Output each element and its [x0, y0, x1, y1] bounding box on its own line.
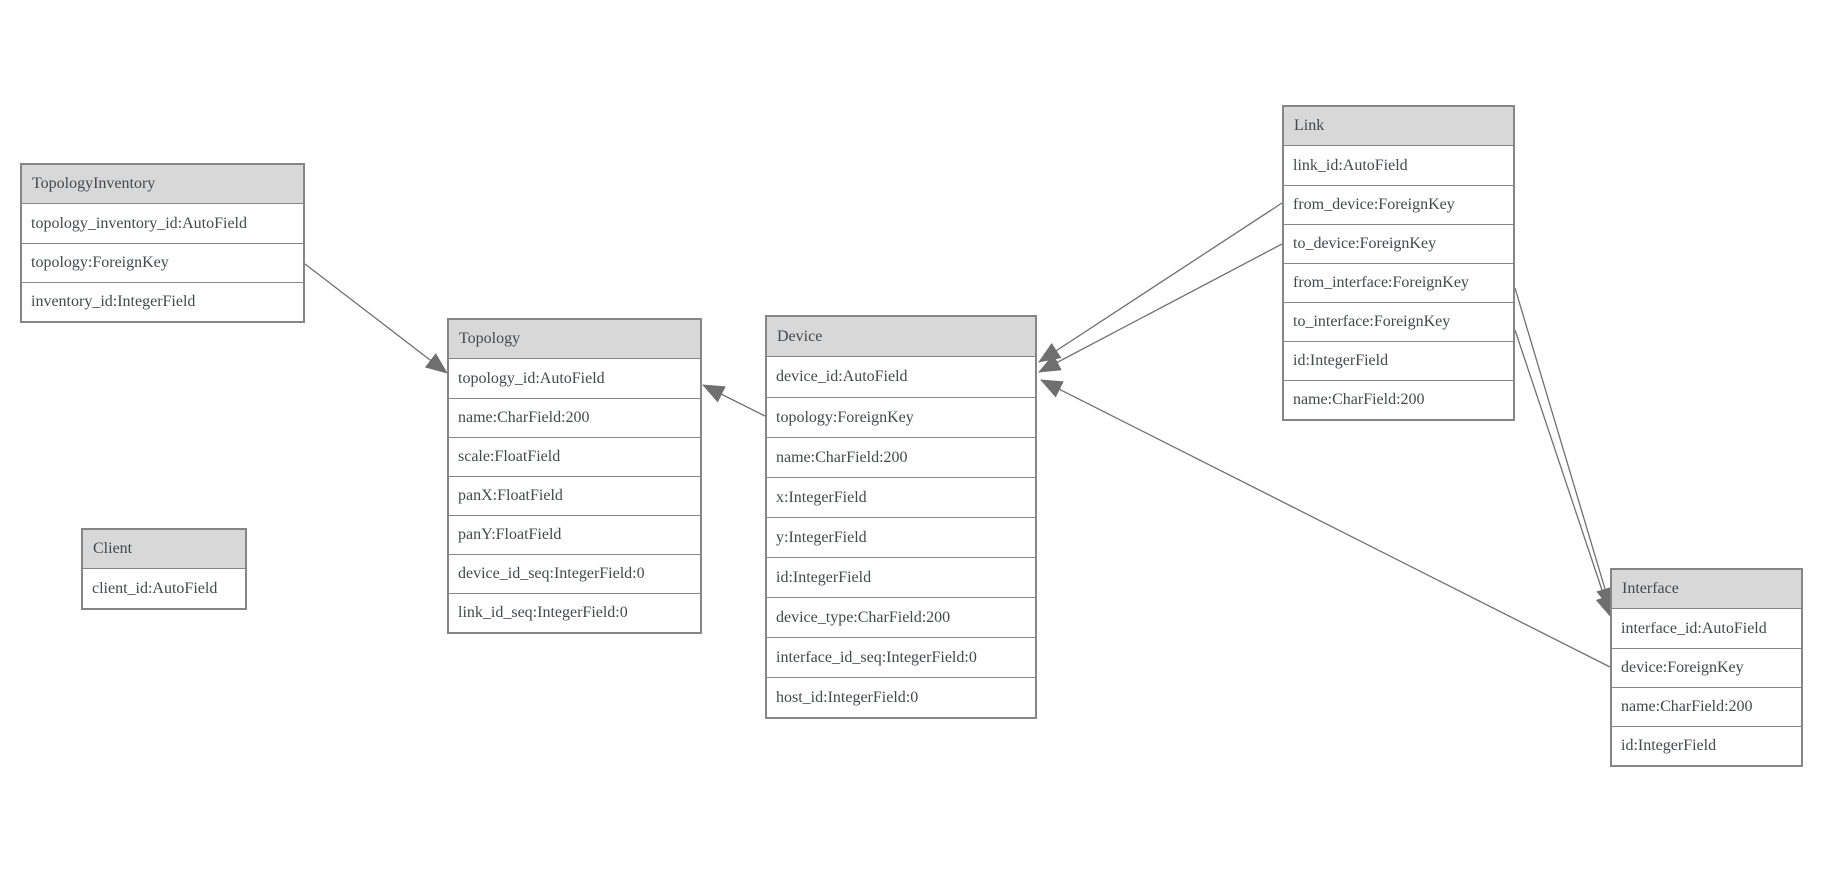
field-row: inventory_id:IntegerField — [22, 282, 303, 321]
field-row: topology:ForeignKey — [767, 397, 1035, 437]
field-row: scale:FloatField — [449, 437, 700, 476]
field-row: from_interface:ForeignKey — [1284, 263, 1513, 302]
field-row: device:ForeignKey — [1612, 648, 1801, 687]
entity-title: Link — [1284, 107, 1513, 146]
field-row: device_id_seq:IntegerField:0 — [449, 554, 700, 593]
relation-line-topology-inventory-topology-to-topology — [304, 263, 448, 374]
field-row: host_id:IntegerField:0 — [767, 677, 1035, 717]
field-row: device_id:AutoField — [767, 357, 1035, 397]
field-row: id:IntegerField — [767, 557, 1035, 597]
relation-line-link-from-device-to-device — [1038, 202, 1283, 363]
entity-title: Device — [767, 317, 1035, 357]
field-row: to_interface:ForeignKey — [1284, 302, 1513, 341]
field-row: client_id:AutoField — [83, 569, 245, 608]
field-row: from_device:ForeignKey — [1284, 185, 1513, 224]
field-row: device_type:CharField:200 — [767, 597, 1035, 637]
relation-line-link-to-interface-to-interface — [1514, 329, 1613, 618]
field-row: link_id_seq:IntegerField:0 — [449, 593, 700, 632]
entity-title: TopologyInventory — [22, 165, 303, 204]
field-row: name:CharField:200 — [1284, 380, 1513, 419]
entity-title: Client — [83, 530, 245, 569]
relation-line-link-from-interface-to-interface — [1514, 287, 1614, 610]
field-row: interface_id_seq:IntegerField:0 — [767, 637, 1035, 677]
field-row: id:IntegerField — [1612, 726, 1801, 765]
field-row: name:CharField:200 — [449, 398, 700, 437]
entity-title: Topology — [449, 320, 700, 359]
field-row: topology_id:AutoField — [449, 359, 700, 398]
field-row: panX:FloatField — [449, 476, 700, 515]
relation-line-link-to-device-to-device — [1038, 243, 1283, 373]
field-row: link_id:AutoField — [1284, 146, 1513, 185]
field-row: name:CharField:200 — [1612, 687, 1801, 726]
entity-title: Interface — [1612, 570, 1801, 609]
field-row: topology:ForeignKey — [22, 243, 303, 282]
field-row: interface_id:AutoField — [1612, 609, 1801, 648]
field-row: y:IntegerField — [767, 517, 1035, 557]
field-row: x:IntegerField — [767, 477, 1035, 517]
field-row: to_device:ForeignKey — [1284, 224, 1513, 263]
relation-line-interface-device-to-device — [1040, 379, 1611, 668]
field-row: panY:FloatField — [449, 515, 700, 554]
field-row: id:IntegerField — [1284, 341, 1513, 380]
field-row: name:CharField:200 — [767, 437, 1035, 477]
field-row: topology_inventory_id:AutoField — [22, 204, 303, 243]
relation-line-device-topology-to-topology — [702, 384, 766, 417]
